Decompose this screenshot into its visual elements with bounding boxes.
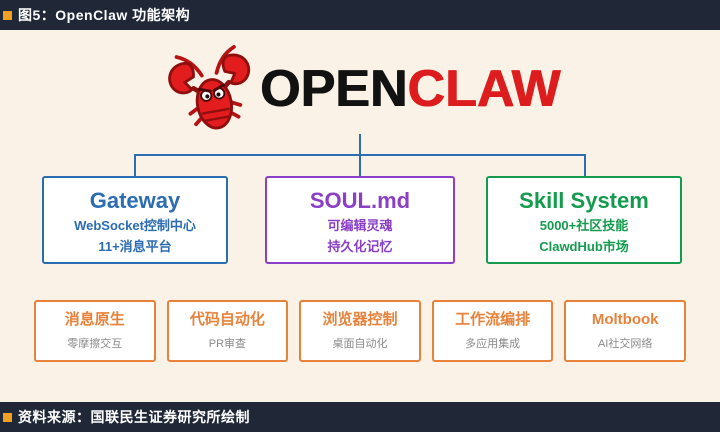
feature-box-moltbook: Moltbook AI社交网络 — [564, 300, 686, 362]
connector-to-gateway — [134, 154, 136, 176]
module-box-gateway: Gateway WebSocket控制中心 11+消息平台 — [42, 176, 228, 264]
feature-box-messaging: 消息原生 零摩擦交互 — [34, 300, 156, 362]
accent-square-icon — [3, 10, 12, 20]
module-title: SOUL.md — [309, 188, 411, 213]
feature-title: Moltbook — [591, 311, 659, 328]
feature-box-browser-control: 浏览器控制 桌面自动化 — [299, 300, 421, 362]
connector-to-skill — [584, 154, 586, 176]
lobster-icon — [168, 45, 251, 130]
module-line: WebSocket控制中心 — [74, 218, 196, 234]
feature-subtitle: AI社交网络 — [597, 337, 653, 350]
feature-title: 浏览器控制 — [322, 311, 398, 328]
accent-square-icon — [3, 412, 12, 422]
feature-box-code-automation: 代码自动化 PR审查 — [166, 300, 289, 362]
figure-title: 图5：OpenClaw 功能架构 — [18, 7, 191, 23]
module-title: Skill System — [519, 188, 649, 213]
feature-row: 消息原生 零摩擦交互 代码自动化 PR审查 浏览器控制 桌面自动化 工作流编排 … — [34, 300, 686, 362]
feature-subtitle: PR审查 — [208, 337, 247, 350]
diagram-canvas: OPENCLAW Gateway WebSocket控制中心 11+消息平台 S… — [0, 30, 720, 402]
logo-wordmark: OPENCLAW — [260, 63, 560, 115]
connector-stem — [359, 134, 361, 156]
module-box-skill-system: Skill System 5000+社区技能 ClawdHub市场 — [486, 176, 682, 264]
module-box-soul: SOUL.md 可编辑灵魂 持久化记忆 — [265, 176, 455, 264]
feature-title: 工作流编排 — [455, 311, 531, 328]
module-title: Gateway — [89, 188, 181, 213]
feature-subtitle: 多应用集成 — [465, 337, 521, 350]
figure-source-bar: 资料来源：国联民生证券研究所绘制 — [0, 402, 720, 432]
feature-subtitle: 桌面自动化 — [332, 337, 388, 350]
module-line: 11+消息平台 — [98, 239, 172, 255]
module-line: 5000+社区技能 — [539, 218, 629, 234]
module-line: 可编辑灵魂 — [327, 218, 393, 234]
figure-title-bar: 图5：OpenClaw 功能架构 — [0, 0, 720, 30]
feature-title: 代码自动化 — [189, 311, 265, 328]
feature-title: 消息原生 — [64, 311, 125, 328]
feature-subtitle: 零摩擦交互 — [67, 337, 123, 350]
module-line: 持久化记忆 — [327, 239, 393, 255]
logo-text-open: OPEN — [259, 60, 408, 118]
module-line: ClawdHub市场 — [539, 239, 629, 255]
figure-source: 资料来源：国联民生证券研究所绘制 — [18, 409, 250, 425]
logo-text-claw: CLAW — [407, 60, 561, 118]
connector-to-soul — [359, 154, 361, 176]
feature-box-workflow: 工作流编排 多应用集成 — [431, 300, 554, 362]
openclaw-logo: OPENCLAW — [160, 42, 560, 136]
